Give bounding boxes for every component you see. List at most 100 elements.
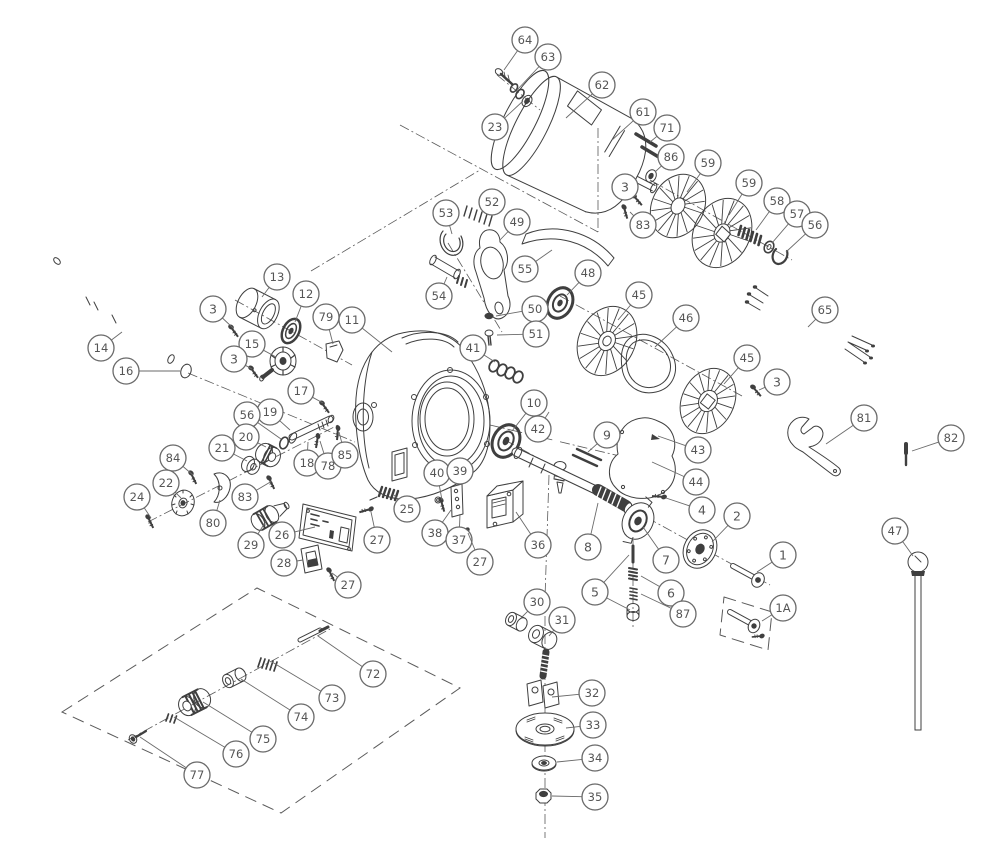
svg-text:4: 4: [698, 502, 706, 517]
svg-text:44: 44: [689, 475, 704, 489]
gear-train-drawing: [171, 414, 335, 517]
svg-text:42: 42: [531, 422, 546, 436]
svg-text:76: 76: [229, 747, 244, 761]
callout-59: 59: [686, 149, 722, 193]
callout-55: 55: [511, 249, 553, 283]
svg-text:32: 32: [585, 686, 600, 700]
svg-text:50: 50: [528, 302, 543, 316]
callout-61: 61: [611, 98, 657, 141]
callout-46: 46: [654, 304, 700, 348]
svg-text:10: 10: [527, 396, 542, 410]
wire-harness-65-drawing: [744, 285, 875, 365]
callout-73: 73: [271, 661, 346, 712]
svg-text:25: 25: [400, 502, 415, 516]
callout-38: 38: [421, 509, 452, 547]
callout-23: 23: [481, 100, 524, 141]
callout-45: 45: [723, 344, 761, 385]
callout-42: 42: [524, 411, 552, 443]
part-79-drawing: [325, 340, 344, 363]
switch-box-36-drawing: [486, 480, 524, 529]
svg-text:62: 62: [595, 78, 610, 92]
svg-text:80: 80: [206, 516, 221, 530]
svg-text:84: 84: [166, 451, 181, 465]
svg-text:47: 47: [888, 524, 903, 538]
detent-parts-drawing: [626, 544, 640, 621]
svg-text:46: 46: [679, 311, 694, 325]
callout-54: 54: [425, 276, 453, 310]
svg-text:1A: 1A: [775, 601, 790, 615]
svg-text:3: 3: [773, 374, 781, 389]
callout-3: 3: [199, 295, 234, 329]
svg-text:38: 38: [428, 526, 443, 540]
svg-text:61: 61: [636, 105, 651, 119]
callout-28: 28: [270, 549, 304, 577]
callout-47: 47: [881, 517, 914, 557]
svg-text:39: 39: [453, 464, 468, 478]
svg-text:30: 30: [530, 595, 545, 609]
callout-16: 16: [112, 357, 180, 385]
svg-text:78: 78: [321, 459, 336, 473]
svg-text:74: 74: [294, 710, 309, 724]
motor-screws-drawing: [494, 68, 533, 108]
spring-25-drawing: [369, 485, 400, 502]
retaining-clip-56-drawing: [771, 247, 789, 266]
svg-text:72: 72: [366, 667, 381, 681]
callout-86: 86: [654, 143, 685, 173]
callout-75: 75: [202, 701, 277, 753]
svg-text:54: 54: [432, 289, 447, 303]
svg-text:58: 58: [770, 194, 785, 208]
belt-cover-drawing: [609, 417, 676, 499]
callout-8: 8: [574, 502, 602, 561]
svg-text:23: 23: [488, 120, 503, 134]
svg-text:26: 26: [275, 528, 290, 542]
callout-41: 41: [459, 334, 496, 363]
wrench-81-drawing: [787, 416, 841, 477]
callout-48: 48: [566, 259, 602, 296]
callout-21: 21: [208, 434, 248, 462]
svg-text:56: 56: [240, 408, 255, 422]
callout-56: 56: [233, 401, 282, 440]
callout-14: 14: [87, 331, 123, 362]
svg-text:27: 27: [370, 533, 385, 547]
svg-text:37: 37: [452, 533, 467, 547]
washer-57-drawing: [763, 240, 775, 254]
callout-13: 13: [261, 263, 291, 298]
fan-wheel-59a-drawing: [649, 173, 707, 239]
callout-32: 32: [551, 679, 606, 707]
svg-text:3: 3: [209, 301, 217, 316]
svg-text:59: 59: [742, 176, 757, 190]
fittings-41-drawing: [488, 359, 524, 384]
accessory-kit-box: [60, 587, 461, 814]
svg-text:27: 27: [341, 578, 356, 592]
svg-text:45: 45: [632, 288, 647, 302]
spring-58-drawing: [737, 224, 763, 247]
svg-text:56: 56: [808, 218, 823, 232]
svg-text:49: 49: [510, 215, 525, 229]
svg-text:71: 71: [660, 121, 675, 135]
callout-39: 39: [446, 457, 474, 487]
svg-text:24: 24: [130, 490, 145, 504]
svg-text:83: 83: [238, 490, 253, 504]
svg-text:41: 41: [466, 341, 481, 355]
callout-15: 15: [238, 330, 277, 358]
callout-58: 58: [755, 187, 791, 231]
svg-text:12: 12: [299, 287, 314, 301]
svg-text:19: 19: [263, 405, 278, 419]
callout-26: 26: [268, 521, 316, 549]
svg-text:83: 83: [636, 218, 651, 232]
svg-text:34: 34: [588, 751, 603, 765]
svg-text:14: 14: [94, 341, 109, 355]
svg-text:82: 82: [944, 431, 959, 445]
svg-text:18: 18: [300, 456, 315, 470]
svg-text:45: 45: [740, 351, 755, 365]
washer-86-drawing: [645, 169, 657, 183]
svg-text:28: 28: [277, 556, 292, 570]
faceplate-26-drawing: [298, 503, 357, 552]
callout-79: 79: [312, 303, 340, 345]
svg-text:43: 43: [691, 443, 706, 457]
kit-parts-drawing: [128, 625, 330, 744]
svg-text:21: 21: [215, 441, 230, 455]
svg-text:40: 40: [430, 466, 445, 480]
